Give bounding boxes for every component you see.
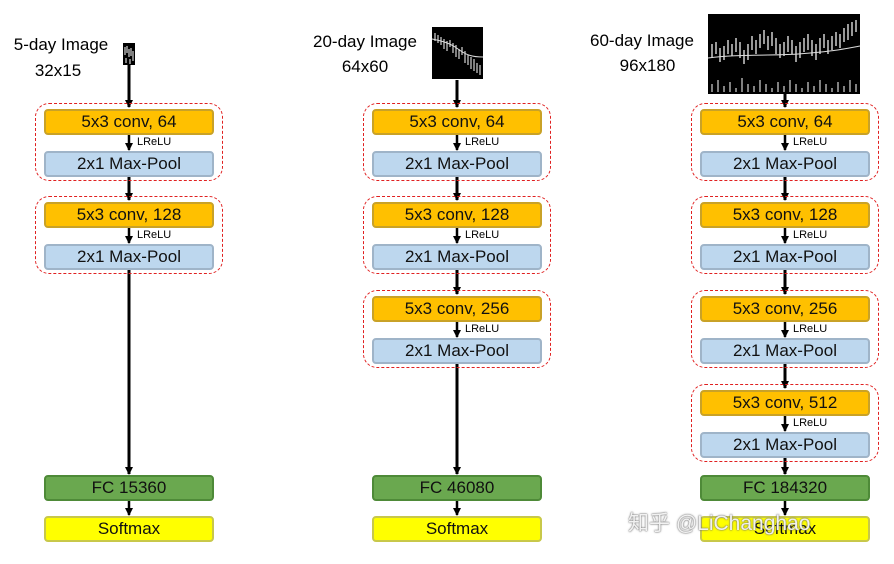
input-size-20day: 64x60 [341, 57, 389, 76]
conv-block-group [691, 384, 879, 462]
input-size-5day: 32x15 [34, 61, 82, 80]
conv-block-group [691, 290, 879, 368]
conv-layer: 5x3 conv, 256 [700, 296, 870, 322]
conv-block-group [691, 196, 879, 274]
conv-layer: 5x3 conv, 64 [44, 109, 214, 135]
conv-layer: 5x3 conv, 128 [700, 202, 870, 228]
input-title-20day: 20-day Image [313, 32, 417, 51]
maxpool-layer: 2x1 Max-Pool [700, 432, 870, 458]
activation-label: LReLU [137, 136, 172, 148]
softmax-layer: Softmax [372, 516, 542, 542]
conv-layer: 5x3 conv, 64 [700, 109, 870, 135]
softmax-layer: Softmax [44, 516, 214, 542]
activation-label: LReLU [793, 417, 828, 429]
conv-block-group [363, 290, 551, 368]
conv-layer: 5x3 conv, 128 [372, 202, 542, 228]
watermark: 知乎 @LiChanghao [628, 512, 811, 535]
input-size-60day: 96x180 [619, 56, 676, 75]
activation-label: LReLU [465, 136, 500, 148]
activation-label: LReLU [137, 229, 172, 241]
maxpool-layer: 2x1 Max-Pool [700, 338, 870, 364]
activation-label: LReLU [793, 323, 828, 335]
conv-block-group [363, 196, 551, 274]
activation-label: LReLU [793, 136, 828, 148]
conv-layer: 5x3 conv, 128 [44, 202, 214, 228]
conv-layer: 5x3 conv, 512 [700, 390, 870, 416]
conv-layer: 5x3 conv, 64 [372, 109, 542, 135]
fc-layer: FC 46080 [372, 475, 542, 501]
conv-block-group [363, 103, 551, 181]
softmax-layer: Softmax [700, 516, 870, 542]
fc-layer: FC 15360 [44, 475, 214, 501]
input-title-60day: 60-day Image [590, 31, 694, 50]
conv-block-group [35, 103, 223, 181]
input-image-20day [432, 27, 483, 79]
activation-label: LReLU [465, 229, 500, 241]
maxpool-layer: 2x1 Max-Pool [372, 151, 542, 177]
maxpool-layer: 2x1 Max-Pool [372, 338, 542, 364]
activation-label: LReLU [793, 229, 828, 241]
maxpool-layer: 2x1 Max-Pool [44, 151, 214, 177]
fc-layer: FC 184320 [700, 475, 870, 501]
input-title-5day: 5-day Image [13, 35, 109, 54]
input-image-5day [123, 43, 135, 65]
activation-label: LReLU [465, 323, 500, 335]
conv-block-group [35, 196, 223, 274]
maxpool-layer: 2x1 Max-Pool [44, 244, 214, 270]
maxpool-layer: 2x1 Max-Pool [372, 244, 542, 270]
conv-layer: 5x3 conv, 256 [372, 296, 542, 322]
maxpool-layer: 2x1 Max-Pool [700, 244, 870, 270]
conv-block-group [691, 103, 879, 181]
input-image-60day [708, 14, 860, 94]
maxpool-layer: 2x1 Max-Pool [700, 151, 870, 177]
